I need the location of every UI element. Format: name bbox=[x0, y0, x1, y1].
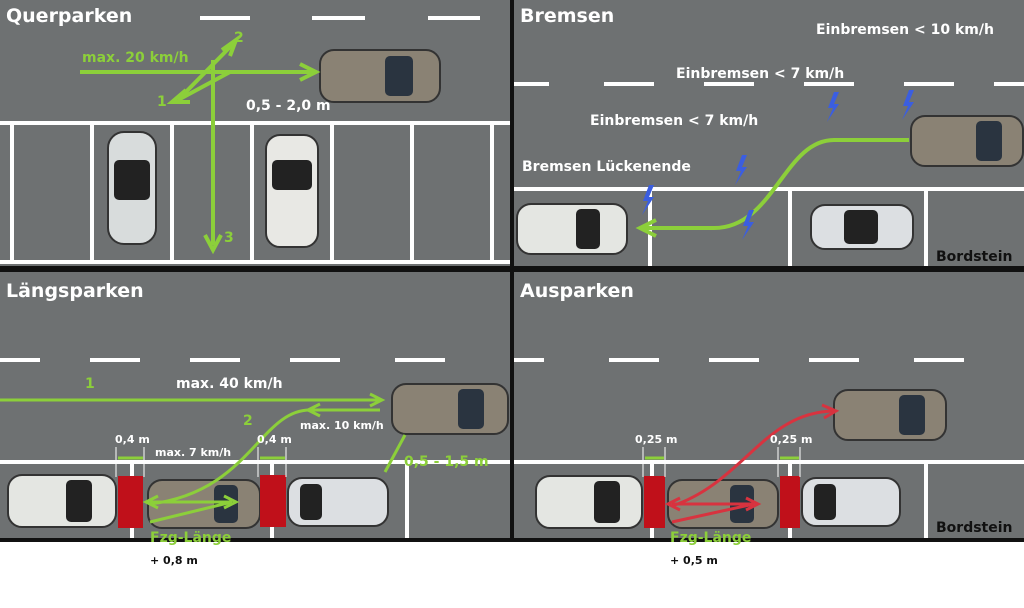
speed-label: max. 20 km/h bbox=[82, 50, 189, 66]
step-1-label: 1 bbox=[85, 376, 95, 392]
step-3-label: 3 bbox=[224, 230, 234, 246]
panel-bremsen: Bremsen Einbremsen < 10 km/h Einbremsen … bbox=[514, 0, 1024, 266]
panel-ausparken: Ausparken 0,25 m 0,25 m Bordstein Fzg-Lä… bbox=[514, 272, 1024, 546]
speed-40-label: max. 40 km/h bbox=[176, 376, 283, 392]
dimension-lines bbox=[642, 447, 801, 477]
bremsen-scene bbox=[514, 82, 1024, 266]
panel-title: Längsparken bbox=[6, 280, 144, 302]
car-parked bbox=[810, 204, 914, 250]
querparken-scene bbox=[0, 16, 510, 264]
gap-block bbox=[644, 476, 665, 528]
distance-label: 0,5 - 2,0 m bbox=[246, 98, 331, 114]
car-parked bbox=[516, 203, 628, 255]
length-label: Fzg-Länge bbox=[150, 530, 232, 546]
car-moving bbox=[833, 389, 947, 441]
laengsparken-scene bbox=[0, 358, 510, 538]
car-moving bbox=[319, 49, 441, 103]
step-1-label: 1 bbox=[157, 94, 167, 110]
car-parked bbox=[801, 477, 901, 527]
speed-7-label: max. 7 km/h bbox=[155, 446, 232, 459]
brake-label-7b: Einbremsen < 7 km/h bbox=[590, 113, 759, 129]
panel-laengsparken: Längsparken 1 max. 40 km/h 2 max. 10 km/… bbox=[0, 272, 510, 546]
green-paths bbox=[80, 34, 321, 255]
green-path bbox=[635, 138, 909, 238]
gap-left-label: 0,25 m bbox=[635, 433, 678, 446]
panel-title: Ausparken bbox=[520, 280, 634, 302]
distance-label: 0,5 - 1,5 m bbox=[404, 454, 489, 470]
dimension-lines bbox=[115, 447, 287, 477]
car-parked bbox=[287, 477, 389, 527]
brake-icon bbox=[642, 90, 914, 240]
step-2-label: 2 bbox=[234, 30, 244, 46]
length-extra-label: + 0,8 m bbox=[150, 554, 198, 567]
speed-10-label: max. 10 km/h bbox=[300, 419, 384, 432]
length-label: Fzg-Länge bbox=[670, 530, 752, 546]
step-2-label: 2 bbox=[243, 413, 253, 429]
gap-block bbox=[118, 476, 143, 528]
car-moving bbox=[391, 383, 509, 435]
green-paths bbox=[0, 392, 407, 524]
brake-label-10: Einbremsen < 10 km/h bbox=[816, 22, 994, 38]
length-extra-label: + 0,5 m bbox=[670, 554, 718, 567]
car-parked bbox=[7, 474, 117, 528]
road-markings bbox=[0, 16, 510, 264]
gap-right-label: 0,25 m bbox=[770, 433, 813, 446]
car-parked bbox=[265, 134, 319, 248]
red-paths bbox=[664, 403, 840, 524]
curb-label: Bordstein bbox=[936, 520, 1013, 536]
ausparken-scene bbox=[514, 358, 1024, 538]
brake-label-7a: Einbremsen < 7 km/h bbox=[676, 66, 845, 82]
panel-querparken: Querparken max. 20 km/h 2 1 3 0,5 - 2,0 … bbox=[0, 0, 510, 266]
panel-title: Querparken bbox=[6, 5, 133, 27]
curb-label: Bordstein bbox=[936, 249, 1013, 265]
car-parked bbox=[107, 131, 157, 245]
gap-block bbox=[780, 476, 800, 528]
car-parked bbox=[535, 475, 643, 529]
gap-right-label: 0,4 m bbox=[257, 433, 292, 446]
gap-block bbox=[260, 475, 286, 527]
car-moving bbox=[910, 115, 1024, 167]
gap-end-label: Bremsen Lückenende bbox=[522, 159, 691, 175]
gap-left-label: 0,4 m bbox=[115, 433, 150, 446]
panel-title: Bremsen bbox=[520, 5, 615, 27]
